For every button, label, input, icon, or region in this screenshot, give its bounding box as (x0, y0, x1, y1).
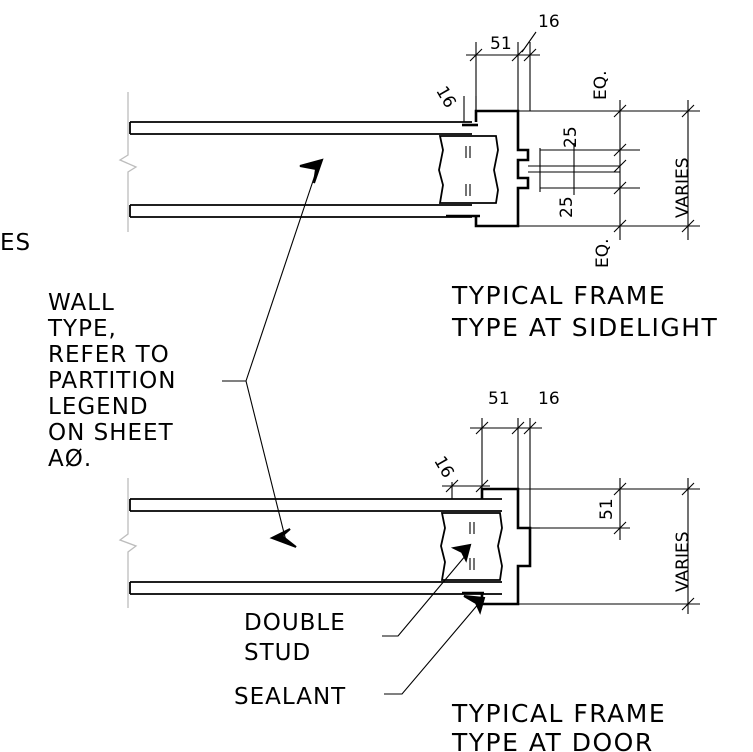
lower-dim-stop: 16 (538, 389, 560, 409)
edge-label: ES (0, 230, 31, 256)
wall-note-line-5: LEGEND (48, 394, 149, 420)
upper-top-dimension: 51 16 (466, 12, 560, 111)
upper-dim-stop-upper: 25 (561, 126, 581, 148)
upper-dim-eq-top: EQ. (591, 70, 611, 100)
upper-title-line-2: TYPE AT SIDELIGHT (451, 313, 718, 342)
double-stud-note: DOUBLE STUD (244, 543, 472, 666)
upper-title-line-1: TYPICAL FRAME (451, 281, 666, 310)
lower-dim-rabbet: 51 (597, 498, 617, 520)
wall-note-line-3: REFER TO (48, 342, 170, 368)
wall-note-arrow-down (269, 528, 297, 548)
wall-type-note: WALL TYPE, REFER TO PARTITION LEGEND ON … (47, 158, 324, 548)
wall-note-arrow-up (299, 158, 324, 184)
upper-right-dimension: EQ. 25 25 EQ. VARIES (518, 70, 700, 268)
sealant-label: SEALANT (234, 684, 346, 710)
wall-note-leader-up (245, 165, 319, 382)
double-stud-line-1: DOUBLE (244, 610, 346, 636)
upper-dim-stop: 16 (538, 12, 560, 32)
lower-dim-gap: 16 (429, 453, 457, 482)
lower-frame-profile (480, 487, 532, 606)
lower-right-dimension: 51 VARIES (518, 478, 700, 614)
sealant-leader (384, 601, 481, 695)
upper-dim-gap: 16 (431, 83, 459, 112)
upper-dim-varies: VARIES (673, 157, 693, 218)
upper-detail: 51 16 16 EQ. 25 25 (118, 12, 718, 342)
lower-title-line-1: TYPICAL FRAME (451, 699, 666, 728)
upper-dim-stop-lower: 25 (557, 196, 577, 218)
upper-double-stud (438, 135, 499, 204)
upper-wall (129, 121, 472, 218)
lower-detail: 51 16 16 51 VARIES DOUBLE STUD (118, 389, 700, 752)
double-stud-line-2: STUD (244, 640, 311, 666)
double-stud-arrow (450, 543, 472, 563)
upper-dim-frame-depth: 51 (490, 34, 512, 54)
upper-frame-profile (474, 109, 530, 228)
lower-dim-varies: VARIES (673, 531, 693, 592)
wall-note-leader-down (245, 380, 287, 542)
wall-note-line-1: WALL (48, 290, 115, 316)
upper-gap-dimension: 16 (431, 83, 477, 122)
upper-dim-eq-bottom: EQ. (593, 238, 613, 268)
lower-title-line-2: TYPE AT DOOR (451, 728, 654, 752)
sealant-arrow (463, 595, 486, 615)
sealant-note: SEALANT (234, 595, 486, 710)
wall-note-line-4: PARTITION (48, 368, 176, 394)
wall-note-line-7: AØ. (48, 446, 92, 472)
lower-wall (129, 498, 502, 595)
upper-break-line (118, 92, 138, 232)
wall-note-line-2: TYPE, (47, 316, 117, 342)
lower-break-line (118, 478, 138, 608)
lower-dim-frame-depth: 51 (488, 389, 510, 409)
wall-note-line-6: ON SHEET (48, 420, 174, 446)
double-stud-leader (382, 554, 467, 637)
lower-top-dimension: 51 16 (470, 389, 560, 528)
lower-double-stud (440, 512, 503, 581)
